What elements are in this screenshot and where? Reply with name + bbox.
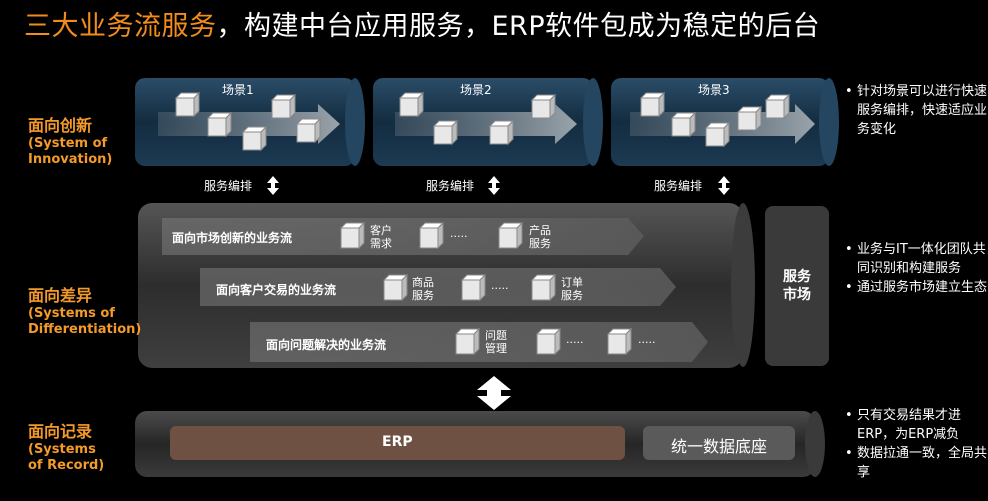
cube xyxy=(295,117,322,144)
cube xyxy=(670,111,697,138)
flow2-dots: ····· xyxy=(491,282,509,295)
bullets-innovation: 针对场景可以进行快速服务编排，快速适应业务变化 xyxy=(845,82,988,139)
cube xyxy=(432,119,459,146)
layer-differentiation: 面向差异 (Systems of Differentiation) xyxy=(28,282,141,338)
title-highlight: 三大业务流服务 xyxy=(24,11,217,42)
cube xyxy=(454,327,481,356)
bullet-item: 只有交易结果才进ERP，为ERP减负 xyxy=(845,406,988,444)
layer-record: 面向记录 (Systems of Record) xyxy=(28,418,104,474)
layer-differentiation-cn: 面向差异 xyxy=(28,286,93,305)
service-market: 服务 市场 xyxy=(765,268,829,304)
scene-label-2: 场景2 xyxy=(460,83,492,97)
data-base-bar xyxy=(643,426,795,460)
flow2-svc1-line1: 商品 xyxy=(412,276,434,289)
flow1-svc1-line1: 客户 xyxy=(370,224,392,237)
cube xyxy=(704,121,731,148)
layer-differentiation-en2: Differentiation) xyxy=(28,322,142,337)
bullet-item: 业务与IT一体化团队共同识别和构建服务 xyxy=(845,240,988,278)
cube xyxy=(606,327,633,356)
layer-innovation-en2: Innovation) xyxy=(28,152,113,167)
flow2-svc1-line2: 服务 xyxy=(412,289,434,302)
data-base-label: 统一数据底座 xyxy=(671,437,768,456)
cube xyxy=(736,105,763,132)
layer-innovation: 面向创新 (System of Innovation) xyxy=(28,112,112,168)
flow1-svc1: 客户 需求 xyxy=(370,224,392,250)
layer-innovation-cn: 面向创新 xyxy=(28,116,93,135)
scene-label-1: 场景1 xyxy=(222,83,254,97)
flow2-svc1: 商品 服务 xyxy=(412,276,434,302)
cube xyxy=(206,111,233,138)
flow-arrow-1 xyxy=(162,218,644,255)
layer-differentiation-en1: (Systems of xyxy=(28,306,115,321)
orchestration-label-1: 服务编排 xyxy=(204,179,253,193)
cube xyxy=(418,221,445,250)
cube xyxy=(530,273,557,302)
cube xyxy=(241,125,268,152)
flow3-dots-1: ····· xyxy=(566,336,584,349)
flow-arrow-2 xyxy=(200,268,676,306)
bullet-item: 针对场景可以进行快速服务编排，快速适应业务变化 xyxy=(845,82,988,139)
flow-label-1: 面向市场创新的业务流 xyxy=(172,231,293,245)
flow1-svc1-line2: 需求 xyxy=(370,237,392,250)
service-market-panel xyxy=(765,206,829,366)
bullets-differentiation: 业务与IT一体化团队共同识别和构建服务 通过服务市场建立生态 xyxy=(845,240,988,297)
service-market-line1: 服务 xyxy=(783,269,811,285)
title-rest: ，构建中台应用服务，ERP软件包成为稳定的后台 xyxy=(216,11,821,42)
updown-arrow-icon xyxy=(477,376,511,410)
erp-bar xyxy=(170,426,625,460)
layer-record-cn: 面向记录 xyxy=(28,422,93,441)
cube xyxy=(398,91,425,118)
cube xyxy=(270,93,297,120)
flow3-svc1-line2: 管理 xyxy=(485,342,507,355)
cube xyxy=(530,93,557,120)
flow1-svc2: 产品 服务 xyxy=(529,224,551,250)
bullet-item: 通过服务市场建立生态 xyxy=(845,278,988,297)
updown-arrow-icon xyxy=(267,176,279,195)
flow2-svc2: 订单 服务 xyxy=(561,276,583,302)
cube xyxy=(460,273,487,302)
cube xyxy=(339,221,366,250)
page-title: 三大业务流服务，构建中台应用服务，ERP软件包成为稳定的后台 xyxy=(24,4,820,43)
flow-label-2: 面向客户交易的业务流 xyxy=(216,283,337,297)
orchestration-label-3: 服务编排 xyxy=(654,179,703,193)
updown-arrow-icon xyxy=(488,176,500,195)
flow1-svc2-line1: 产品 xyxy=(529,224,551,237)
cube xyxy=(497,221,524,250)
orchestration-label-2: 服务编排 xyxy=(426,179,475,193)
bullets-record: 只有交易结果才进ERP，为ERP减负 数据拉通一致，全局共享 xyxy=(845,406,988,482)
cube xyxy=(535,327,562,356)
layer-innovation-en1: (System of xyxy=(28,136,108,151)
flow-label-3: 面向问题解决的业务流 xyxy=(266,338,387,352)
erp-label: ERP xyxy=(382,434,413,450)
flow3-dots-2: ····· xyxy=(638,336,656,349)
flow2-svc2-line2: 服务 xyxy=(561,289,583,302)
flow1-dots: ····· xyxy=(450,230,468,243)
layer-record-en2: of Record) xyxy=(28,458,105,473)
flow1-svc2-line2: 服务 xyxy=(529,237,551,250)
cube xyxy=(174,91,201,118)
layer-record-en1: (Systems xyxy=(28,442,96,457)
cube xyxy=(764,93,791,120)
service-market-line2: 市场 xyxy=(783,287,811,303)
cube xyxy=(488,119,515,146)
scene-label-3: 场景3 xyxy=(698,83,730,97)
cube xyxy=(382,273,409,302)
cube xyxy=(639,91,666,118)
record-cylinder xyxy=(135,411,825,477)
updown-arrow-icon xyxy=(718,176,730,195)
bullet-item: 数据拉通一致，全局共享 xyxy=(845,444,988,482)
flow2-svc2-line1: 订单 xyxy=(561,276,583,289)
flow3-svc1: 问题 管理 xyxy=(485,329,507,355)
flow3-svc1-line1: 问题 xyxy=(485,329,507,342)
